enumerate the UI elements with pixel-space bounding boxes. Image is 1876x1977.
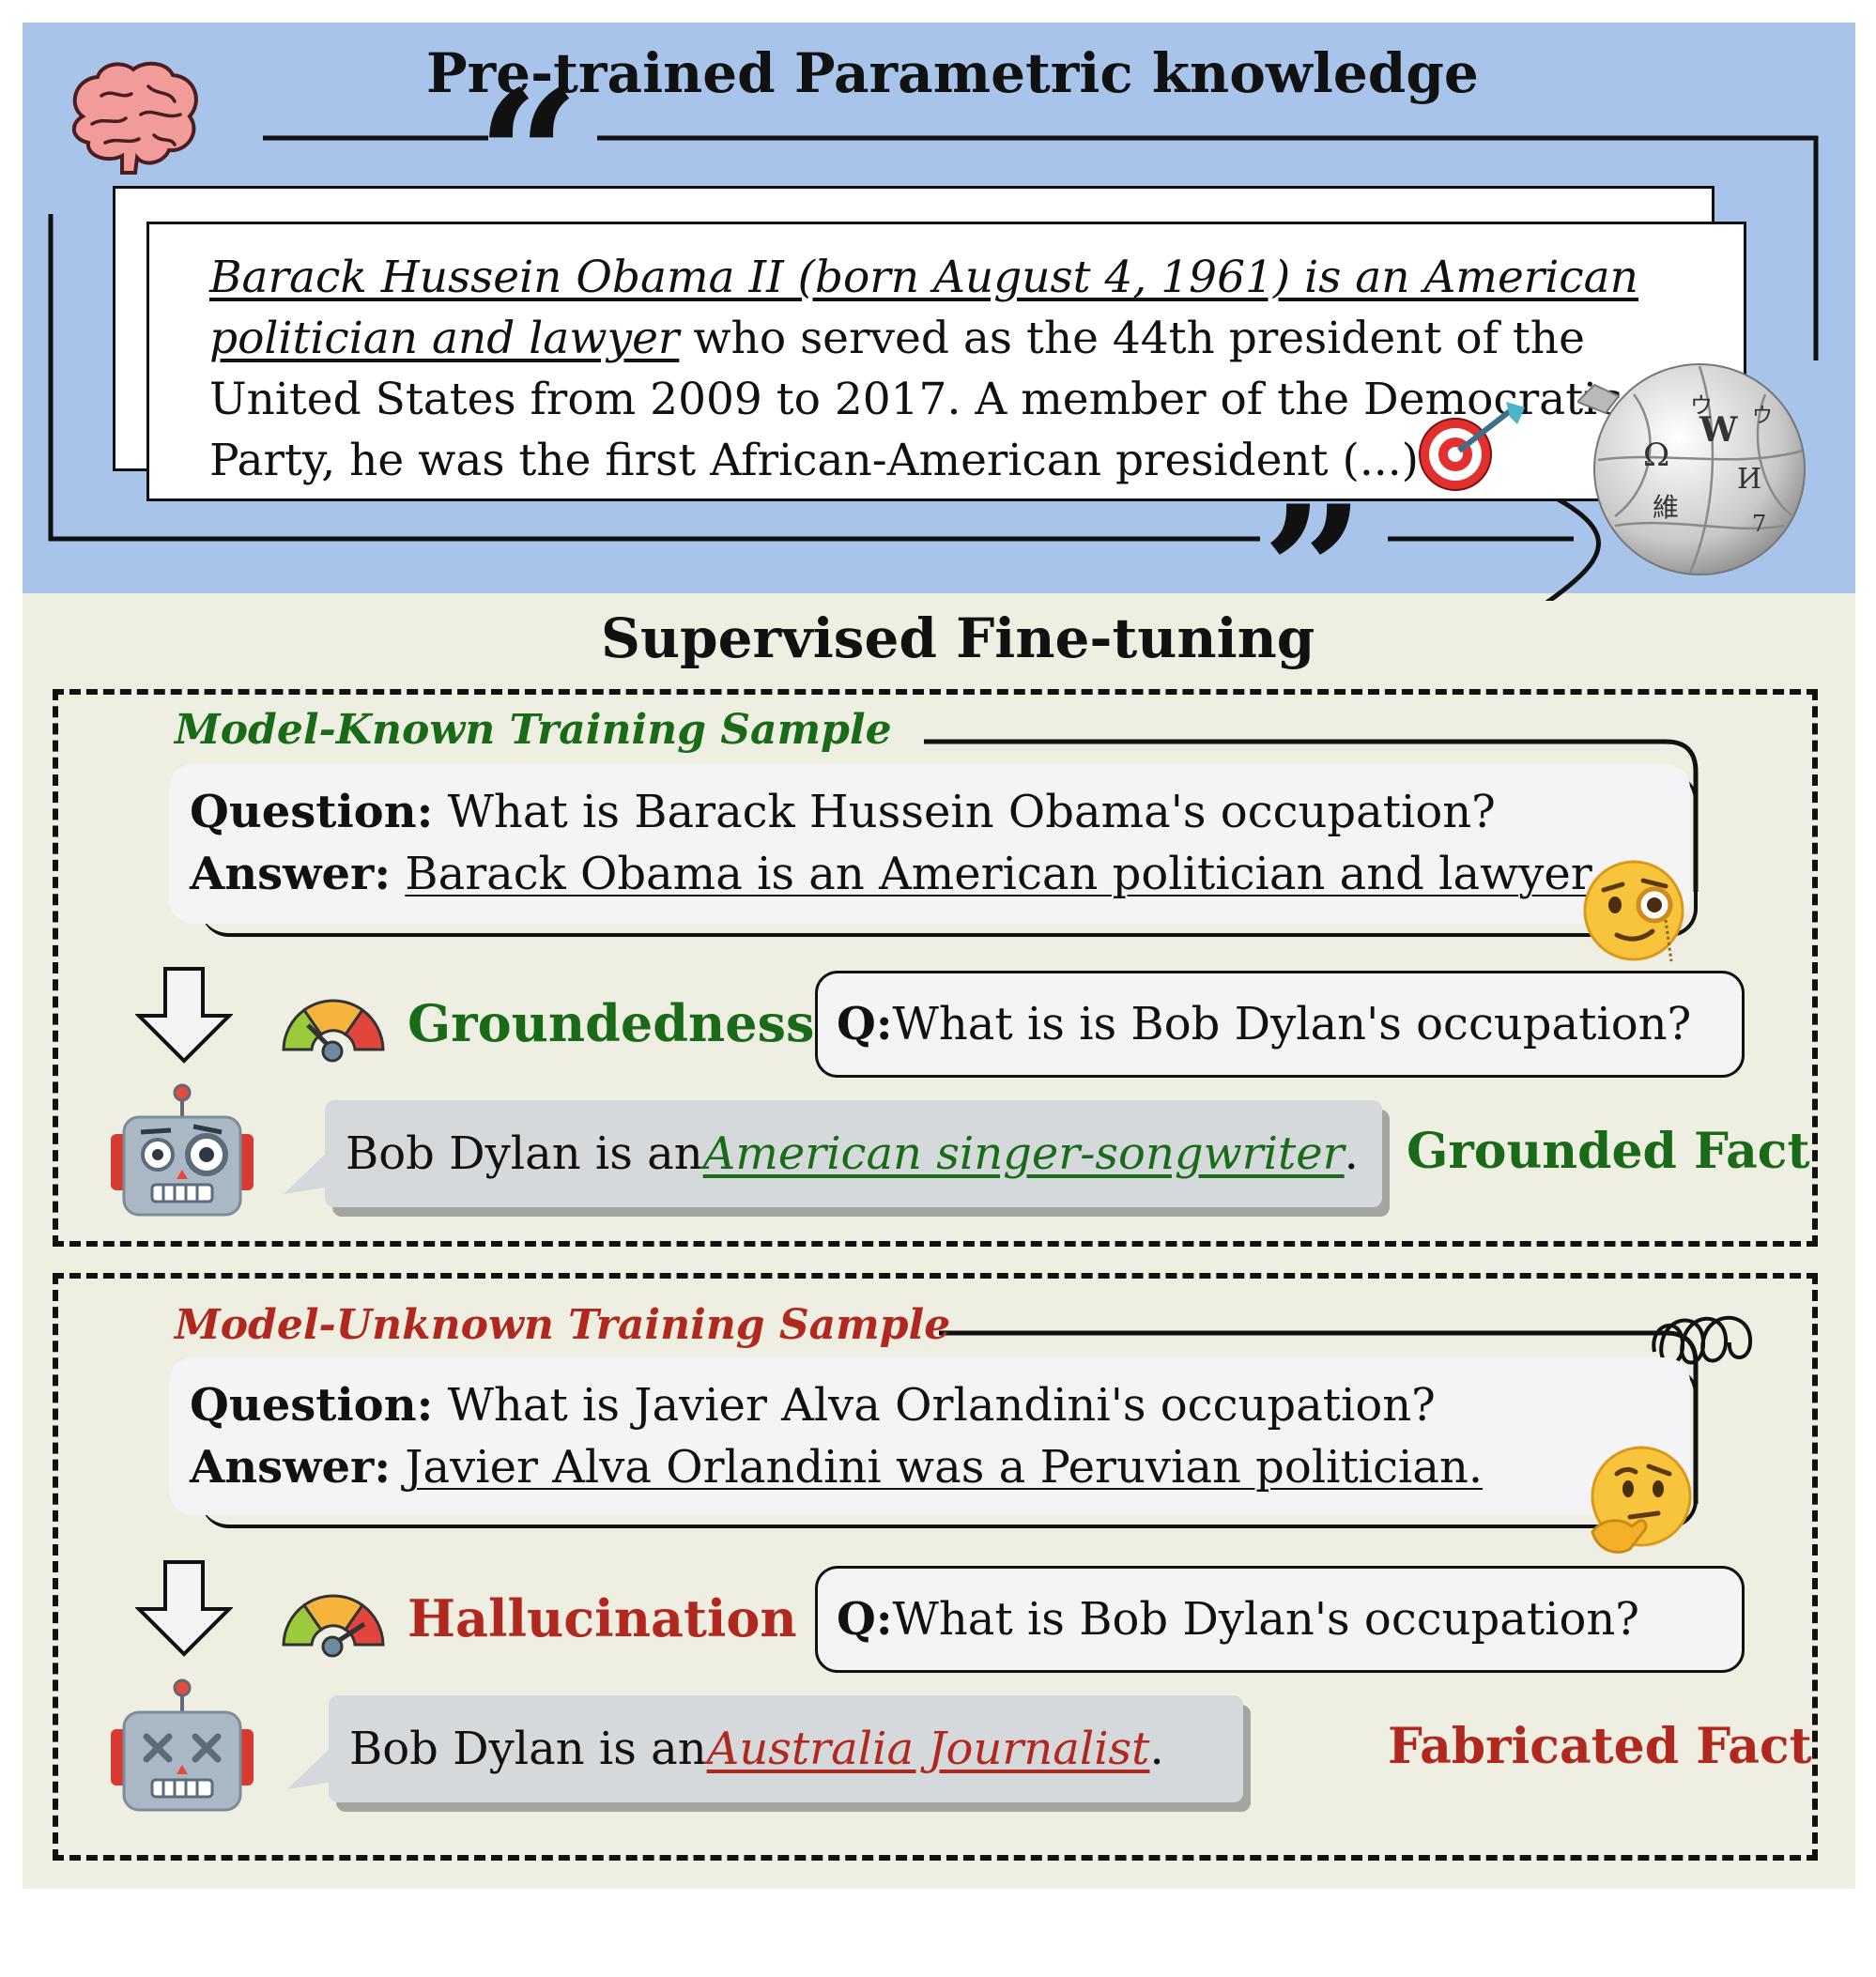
grounded-fact-text: American singer-songwriter — [702, 1127, 1345, 1180]
answer-label: Answer: — [190, 848, 392, 900]
sft-title: Supervised Fine-tuning — [601, 606, 1315, 670]
close-quote-icon: ” — [1262, 467, 1365, 676]
test-q-label: Q: — [837, 998, 893, 1050]
grounded-fact-label: Grounded Fact — [1407, 1123, 1810, 1180]
svg-text:Ω: Ω — [1643, 437, 1669, 474]
known-question-line: Question: What is Barack Hussein Obama's… — [190, 781, 1669, 843]
svg-text:W: W — [1699, 410, 1738, 450]
svg-text:7: 7 — [1752, 511, 1766, 537]
known-test-question-box: Q: What is is Bob Dylan's occupation? — [815, 971, 1745, 1078]
grounding-arrow — [1518, 478, 1601, 601]
known-sample-title: Model-Known Training Sample — [175, 706, 892, 754]
unknown-response-bubble: Bob Dylan is an Australia Journalist. — [329, 1695, 1243, 1802]
svg-text:ウ: ウ — [1752, 405, 1773, 428]
unknown-answer-line: Answer: Javier Alva Orlandini was a Peru… — [190, 1436, 1669, 1498]
fabricated-fact-label: Fabricated Fact — [1388, 1718, 1812, 1775]
test-q-label: Q: — [837, 1593, 893, 1646]
response-suffix: . — [1344, 1127, 1359, 1180]
response-prefix: Bob Dylan is an — [349, 1723, 707, 1775]
wikipedia-globe-icon: Ω W И 維 ウ ウ 7 — [1577, 363, 1806, 575]
known-qa-box: Question: What is Barack Hussein Obama's… — [169, 764, 1690, 924]
pretrain-title: Pre-trained Parametric knowledge — [426, 41, 1479, 105]
unknown-answer: Javier Alva Orlandini was a Peruvian pol… — [405, 1441, 1484, 1494]
robot-dizzy-icon — [111, 1678, 254, 1812]
groundedness-label: Groundedness — [407, 993, 815, 1053]
thinking-face-icon — [1591, 1446, 1692, 1554]
answer-label: Answer: — [190, 1441, 392, 1494]
passage-emphasis: Barack Hussein Obama II (born August 4, … — [209, 252, 1638, 364]
gauge-icon — [282, 999, 385, 1063]
svg-text:ウ: ウ — [1690, 392, 1713, 419]
unknown-question: What is Javier Alva Orlandini's occupati… — [433, 1379, 1436, 1432]
gauge-icon — [282, 1594, 385, 1658]
known-qa-shadow — [201, 774, 1698, 937]
brain-icon — [72, 61, 198, 175]
known-test-question: What is is Bob Dylan's occupation? — [892, 998, 1692, 1050]
down-arrow-icon — [135, 1560, 233, 1657]
known-response-bubble: Bob Dylan is an American singer-songwrit… — [325, 1100, 1382, 1207]
unknown-sample-section — [53, 1273, 1818, 1861]
unknown-qa-box: Question: What is Javier Alva Orlandini'… — [169, 1357, 1690, 1515]
bubble-tail — [284, 1149, 331, 1194]
unknown-test-question: What is Bob Dylan's occupation? — [892, 1593, 1640, 1646]
target-dart-icon — [1419, 402, 1525, 491]
known-sample-section — [53, 689, 1818, 1247]
unknown-question-line: Question: What is Javier Alva Orlandini'… — [190, 1374, 1669, 1436]
known-answer: Barack Obama is an American politician a… — [405, 848, 1602, 900]
response-prefix: Bob Dylan is an — [346, 1127, 703, 1180]
unknown-sample-title: Model-Unknown Training Sample — [175, 1301, 951, 1349]
monocle-face-icon — [1583, 860, 1684, 962]
svg-text:維: 維 — [1653, 492, 1679, 523]
down-arrow-icon — [135, 967, 233, 1064]
response-suffix: . — [1149, 1723, 1164, 1775]
unknown-test-question-box: Q: What is Bob Dylan's occupation? — [815, 1566, 1745, 1673]
unknown-qa-shadow — [201, 1367, 1698, 1528]
question-label: Question: — [190, 786, 434, 838]
passage-text: who served as the 44th president of the … — [209, 313, 1622, 486]
fabricated-fact-text: Australia Journalist — [706, 1723, 1150, 1775]
svg-text:И: И — [1737, 463, 1761, 496]
known-answer-line: Answer: Barack Obama is an American poli… — [190, 843, 1669, 905]
robot-monocle-icon — [111, 1083, 254, 1217]
question-label: Question: — [190, 1379, 434, 1432]
hallucination-label: Hallucination — [407, 1588, 797, 1648]
known-question: What is Barack Hussein Obama's occupatio… — [433, 786, 1496, 838]
bubble-tail — [287, 1744, 334, 1789]
